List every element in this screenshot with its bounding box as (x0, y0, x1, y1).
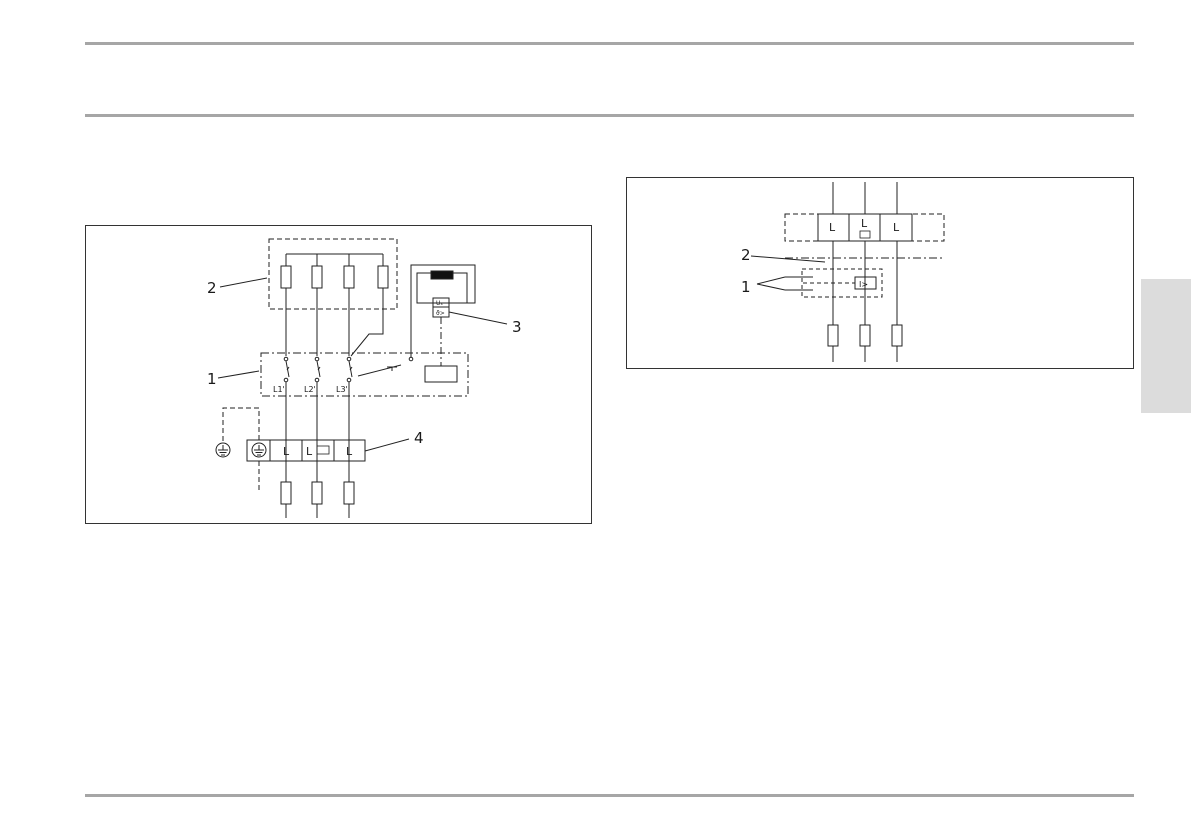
fuse (892, 325, 902, 346)
callout-3: 3 (512, 318, 522, 336)
rcd-device-label: I> (859, 280, 868, 289)
heater-element (312, 266, 322, 288)
wiring-diagram-right-svg: 2 1 L L L I> (627, 178, 1133, 368)
fuse (344, 482, 354, 504)
terminal-label-2: L (306, 445, 313, 458)
thermostat-sensor (431, 271, 453, 279)
callout-1: 1 (741, 278, 751, 296)
callout-1: 1 (207, 370, 217, 388)
terminal-label-1: L (283, 445, 290, 458)
wiring-diagram-right: 2 1 L L L I> (626, 177, 1134, 369)
heater-element (378, 266, 388, 288)
header-top-rule (85, 42, 1134, 45)
terminal-label-3: L (346, 445, 353, 458)
fuse (828, 325, 838, 346)
switch-label-l2: L2' (304, 385, 316, 394)
terminal-label-1: L (829, 221, 836, 234)
terminal-label-3: L (893, 221, 900, 234)
callout-2: 2 (207, 279, 217, 297)
wiring-diagram-left: 2 1 3 4 L1' L2' L3' L L L Uₓ ϑ> (85, 225, 592, 524)
fuse (281, 482, 291, 504)
contactor-coil (425, 366, 457, 382)
relay-label-top: Uₓ (436, 300, 443, 307)
terminal-label-2: L (861, 217, 868, 230)
callout-2: 2 (741, 246, 751, 264)
wiring-diagram-left-svg: 2 1 3 4 L1' L2' L3' L L L Uₓ ϑ> (86, 226, 591, 523)
relay-label-bottom: ϑ> (436, 310, 445, 317)
switch-label-l1: L1' (273, 385, 285, 394)
header-bottom-rule (85, 114, 1134, 117)
chapter-side-tab (1141, 279, 1191, 413)
fuse (860, 325, 870, 346)
heater-element (344, 266, 354, 288)
switch-label-l3: L3' (336, 385, 348, 394)
callout-4: 4 (414, 429, 424, 447)
footer-rule (85, 794, 1134, 797)
fuse (312, 482, 322, 504)
heater-element (281, 266, 291, 288)
